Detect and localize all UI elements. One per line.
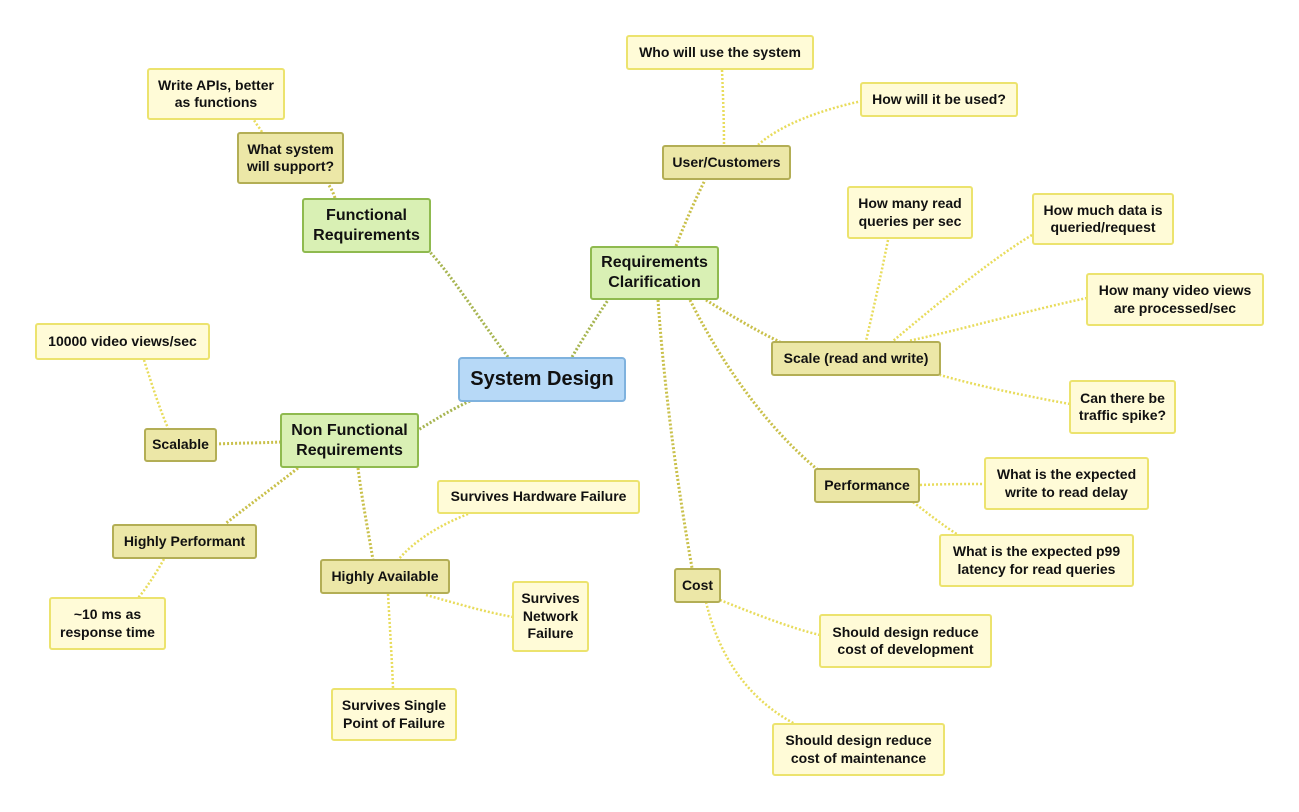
link-functional-support	[326, 183, 337, 199]
link-nonfunctional-scalable	[215, 440, 282, 446]
link-nonfunctional-performant	[224, 466, 299, 526]
link-central-nonfunctional	[417, 399, 471, 432]
link-scalable-views	[142, 359, 170, 429]
node-read-queries-per-sec[interactable]: How many read queries per sec	[847, 186, 973, 239]
link-clarification-cost	[656, 299, 694, 569]
link-users-who	[720, 69, 726, 146]
node-requirements-clarification[interactable]: Requirements Clarification	[590, 246, 719, 300]
node-scalable[interactable]: Scalable	[144, 428, 217, 462]
node-functional-requirements[interactable]: Functional Requirements	[302, 198, 431, 253]
link-central-clarification	[570, 299, 610, 358]
node-write-apis[interactable]: Write APIs, better as functions	[147, 68, 285, 120]
link-users-how	[757, 99, 863, 146]
node-write-to-read-delay[interactable]: What is the expected write to read delay	[984, 457, 1149, 510]
node-survives-network-failure[interactable]: Survives Network Failure	[512, 581, 589, 652]
link-clarification-performance	[688, 299, 819, 472]
node-response-time[interactable]: ~10 ms as response time	[49, 597, 166, 650]
link-cost-development	[719, 598, 821, 637]
node-data-per-request[interactable]: How much data is queried/request	[1032, 193, 1174, 245]
link-clarification-users	[674, 179, 707, 247]
link-performance-delay	[919, 482, 985, 487]
link-scale-spike	[939, 373, 1071, 406]
node-video-views-processed[interactable]: How many video views are processed/sec	[1086, 273, 1264, 326]
node-cost[interactable]: Cost	[674, 568, 721, 603]
link-support-apis	[252, 119, 264, 133]
link-cost-maintenance	[704, 601, 796, 726]
node-user-customers[interactable]: User/Customers	[662, 145, 791, 180]
node-cost-of-maintenance[interactable]: Should design reduce cost of maintenance	[772, 723, 945, 776]
link-available-hardware	[397, 512, 469, 561]
link-available-spof	[386, 593, 395, 689]
link-scale-views	[907, 296, 1088, 343]
link-available-network	[425, 593, 514, 619]
central-node-system-design[interactable]: System Design	[458, 357, 626, 402]
node-survives-hardware-failure[interactable]: Survives Hardware Failure	[437, 480, 640, 514]
node-p99-latency[interactable]: What is the expected p99 latency for rea…	[939, 534, 1134, 587]
node-how-will-it-be-used[interactable]: How will it be used?	[860, 82, 1018, 117]
node-what-system-will-support[interactable]: What system will support?	[237, 132, 344, 184]
node-traffic-spike[interactable]: Can there be traffic spike?	[1069, 380, 1176, 434]
node-cost-of-development[interactable]: Should design reduce cost of development	[819, 614, 992, 668]
node-survives-single-point-of-failure[interactable]: Survives Single Point of Failure	[331, 688, 457, 741]
link-nonfunctional-available	[356, 467, 375, 561]
node-highly-performant[interactable]: Highly Performant	[112, 524, 257, 559]
link-scale-data	[892, 233, 1033, 342]
node-non-functional-requirements[interactable]: Non Functional Requirements	[280, 413, 419, 468]
node-highly-available[interactable]: Highly Available	[320, 559, 450, 594]
node-performance[interactable]: Performance	[814, 468, 920, 503]
node-10000-video-views[interactable]: 10000 video views/sec	[35, 323, 210, 360]
link-scale-read	[864, 239, 890, 342]
link-performant-response	[137, 558, 166, 599]
link-central-functional	[428, 251, 510, 358]
node-who-will-use[interactable]: Who will use the system	[626, 35, 814, 70]
link-performance-p99	[912, 501, 961, 538]
link-clarification-scale	[705, 298, 781, 344]
node-scale-read-write[interactable]: Scale (read and write)	[771, 341, 941, 376]
